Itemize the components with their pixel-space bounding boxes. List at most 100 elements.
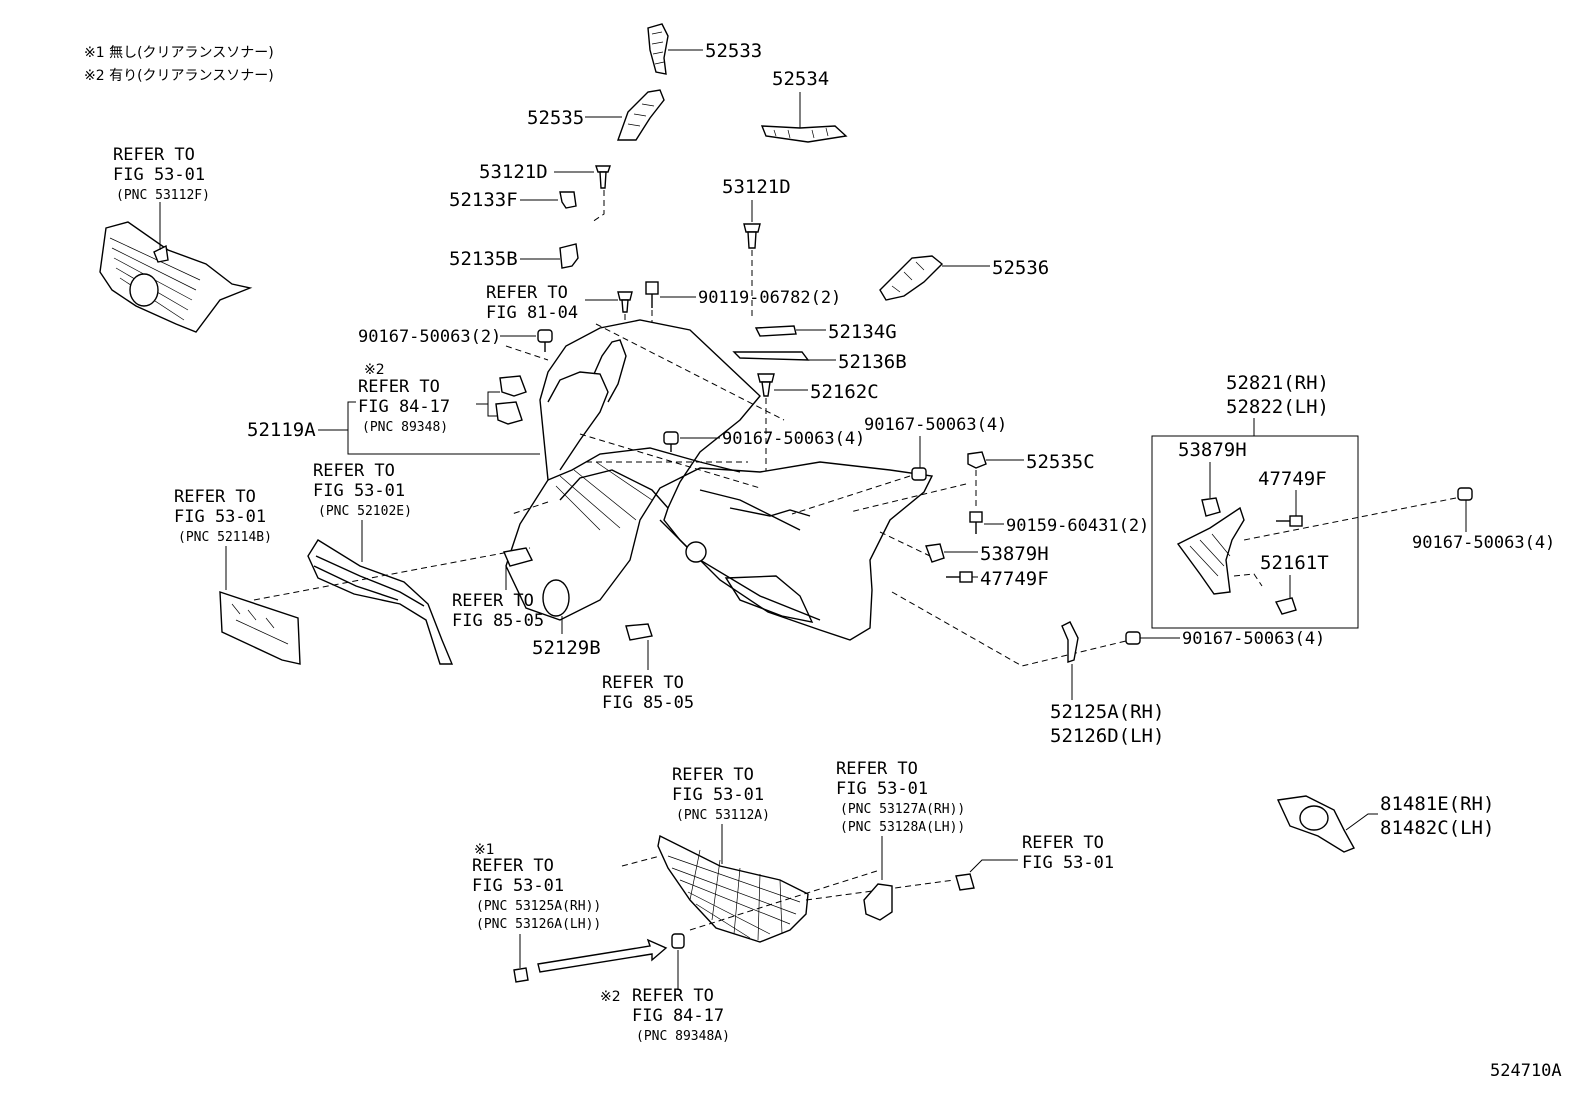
lower-grille-53112A[interactable] xyxy=(657,834,809,943)
part-52125A-bracket[interactable] xyxy=(1061,621,1079,663)
ref-sonar-l3: (PNC 89348) xyxy=(362,420,448,435)
label-52161T: 52161T xyxy=(1260,552,1329,574)
grille-upper[interactable] xyxy=(99,221,253,333)
part-52133F-clip[interactable] xyxy=(559,191,577,209)
lower-side-cover[interactable] xyxy=(863,883,893,921)
clip-52162C[interactable] xyxy=(757,373,775,397)
ref-lgrille-l3: (PNC 53112A) xyxy=(676,808,770,823)
part-52536-bracket[interactable] xyxy=(879,255,944,301)
sonar-holder-a[interactable] xyxy=(503,547,534,567)
part-52535C-clip[interactable] xyxy=(967,451,987,469)
lower-left-clip[interactable] xyxy=(513,967,529,983)
part-52535-bracket[interactable] xyxy=(617,89,665,141)
sonar-bracket-a[interactable] xyxy=(495,375,527,425)
screw-90167-a[interactable] xyxy=(537,329,553,352)
label-53879H-b: 53879H xyxy=(1178,439,1247,461)
part-52821-bracket[interactable] xyxy=(1176,506,1245,595)
ref-lclip-l2: FIG 53-01 xyxy=(1022,853,1114,873)
ref-fig81-l1: REFER TO xyxy=(486,283,568,303)
fog-lamp-cover-81481E[interactable] xyxy=(1276,795,1355,853)
screw-90167-b[interactable] xyxy=(663,431,679,452)
sonar-holder-b[interactable] xyxy=(625,623,653,641)
ref-grille-l2: FIG 53-01 xyxy=(113,165,205,185)
label-52535: 52535 xyxy=(527,107,584,129)
label-90167-b: 90167-50063(4) xyxy=(722,429,865,449)
label-52822: 52822(LH) xyxy=(1226,396,1329,418)
clip-53879H-a[interactable] xyxy=(925,543,945,563)
label-81482C: 81482C(LH) xyxy=(1380,817,1494,839)
label-52119A: 52119A xyxy=(247,419,316,441)
ref-plate-l1: REFER TO xyxy=(174,487,256,507)
ref-lsonar-l2: FIG 84-17 xyxy=(632,1006,724,1026)
screw-47749F-b[interactable] xyxy=(1276,515,1303,527)
label-52134G: 52134G xyxy=(828,321,897,343)
part-52533-bracket[interactable] xyxy=(647,23,669,75)
label-52162C: 52162C xyxy=(810,381,879,403)
ref-lleft-l1: REFER TO xyxy=(472,856,554,876)
label-52126D: 52126D(LH) xyxy=(1050,725,1164,747)
label-47749F-a: 47749F xyxy=(980,568,1049,590)
part-52135B-bracket[interactable] xyxy=(559,243,579,269)
ref-lclip-l1: REFER TO xyxy=(1022,833,1104,853)
ref-fig85a-l1: REFER TO xyxy=(452,591,534,611)
ref-lside-l4: (PNC 53128A(LH)) xyxy=(840,820,965,835)
label-52125A: 52125A(RH) xyxy=(1050,701,1164,723)
molding-52102E[interactable] xyxy=(307,539,454,665)
lower-left-mark: ※1 xyxy=(474,842,495,858)
label-90167-d: 90167-50063(4) xyxy=(1412,533,1555,553)
ref-lleft-l4: (PNC 53126A(LH)) xyxy=(476,917,601,932)
ref-sonar-l1: REFER TO xyxy=(358,377,440,397)
note-1: ※1 無し(クリアランスソナー) xyxy=(84,45,274,61)
lower-sonar[interactable] xyxy=(671,933,685,949)
figure-id: 524710A xyxy=(1490,1061,1562,1081)
screw-90167-e[interactable] xyxy=(1125,631,1141,645)
label-52821: 52821(RH) xyxy=(1226,372,1329,394)
bolt-90119[interactable] xyxy=(645,281,659,308)
ref-fig85a-l2: FIG 85-05 xyxy=(452,611,544,631)
ref-grille-l1: REFER TO xyxy=(113,145,195,165)
ref-plate-l3: (PNC 52114B) xyxy=(178,530,272,545)
label-90119: 90119-06782(2) xyxy=(698,288,841,308)
label-90167-a: 90167-50063(2) xyxy=(358,327,501,347)
label-53879H-a: 53879H xyxy=(980,543,1049,565)
screw-47749F-a[interactable] xyxy=(946,571,973,583)
license-plate-bracket-52114B[interactable] xyxy=(219,591,301,665)
ref-lside-l2: FIG 53-01 xyxy=(836,779,928,799)
label-53121D-b: 53121D xyxy=(722,176,791,198)
part-52534-bracket[interactable] xyxy=(760,125,848,143)
ref-lside-l3: (PNC 53127A(RH)) xyxy=(840,802,965,817)
screw-90167-d[interactable] xyxy=(1457,487,1473,501)
ref-lsonar-l1: REFER TO xyxy=(632,986,714,1006)
ref-lside-l1: REFER TO xyxy=(836,759,918,779)
clip-53121D-b[interactable] xyxy=(743,223,761,249)
label-52534: 52534 xyxy=(772,68,829,90)
clip-53121D-a[interactable] xyxy=(595,165,611,189)
ref-molding-l3: (PNC 52102E) xyxy=(318,504,412,519)
screw-90167-c[interactable] xyxy=(911,467,927,481)
part-52119A-bumper-cover[interactable] xyxy=(505,319,934,641)
label-90167-c: 90167-50063(4) xyxy=(864,415,1007,435)
clip-53879H-b[interactable] xyxy=(1201,497,1221,517)
ref-molding-l2: FIG 53-01 xyxy=(313,481,405,501)
ref-grille-l3: (PNC 53112F) xyxy=(116,188,210,203)
assembly-box xyxy=(1151,435,1359,629)
clip-fig81[interactable] xyxy=(617,291,633,313)
ref-lgrille-l2: FIG 53-01 xyxy=(672,785,764,805)
bolt-90159[interactable] xyxy=(969,511,983,534)
label-52133F: 52133F xyxy=(449,189,518,211)
part-52136B[interactable] xyxy=(732,351,810,361)
label-81481E: 81481E(RH) xyxy=(1380,793,1494,815)
ref-lgrille-l1: REFER TO xyxy=(672,765,754,785)
part-52134G[interactable] xyxy=(754,325,797,337)
lower-clip[interactable] xyxy=(955,873,975,891)
ref-plate-l2: FIG 53-01 xyxy=(174,507,266,527)
ref-lleft-l3: (PNC 53125A(RH)) xyxy=(476,899,601,914)
label-47749F-b: 47749F xyxy=(1258,468,1327,490)
part-52129B-cap[interactable] xyxy=(542,579,570,617)
clip-52161T[interactable] xyxy=(1274,597,1297,615)
label-52136B: 52136B xyxy=(838,351,907,373)
ref-fig81-l2: FIG 81-04 xyxy=(486,303,578,323)
label-52536: 52536 xyxy=(992,257,1049,279)
label-90167-e: 90167-50063(4) xyxy=(1182,629,1325,649)
ref-lsonar-l3: (PNC 89348A) xyxy=(636,1029,730,1044)
